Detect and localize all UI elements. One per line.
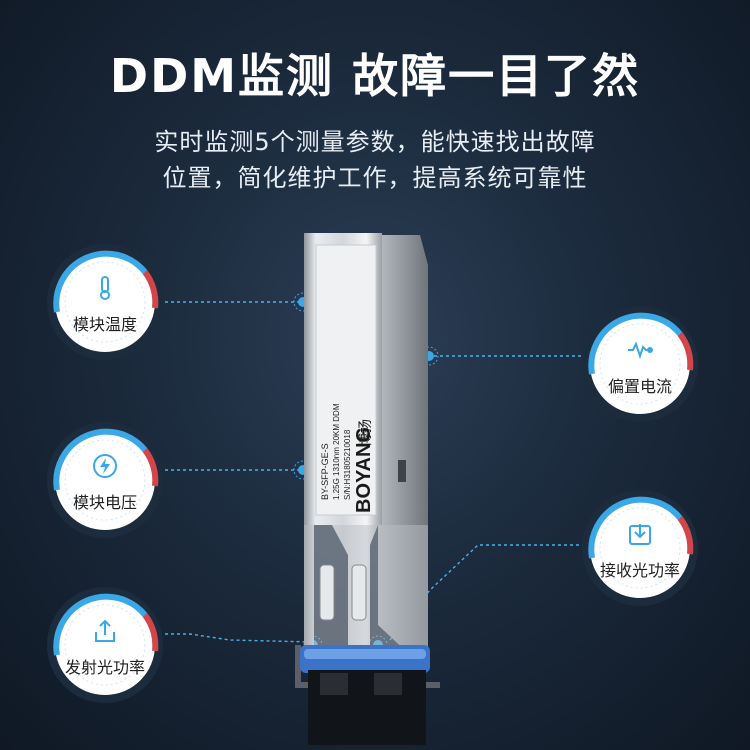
gauge-label: 发射光功率 bbox=[64, 658, 145, 677]
headline: DDM监测 故障一目了然 bbox=[109, 49, 641, 103]
module-serial: S/N:H31805210018 bbox=[343, 429, 352, 500]
gauge-tx-power: 发射光功率 bbox=[45, 585, 165, 705]
upload-icon bbox=[95, 619, 115, 642]
gauge-label: 模块温度 bbox=[72, 315, 137, 334]
gauge-bias-current: 偏置电流 bbox=[580, 304, 700, 424]
gauge-label: 偏置电流 bbox=[607, 377, 672, 396]
gauge-temperature: 模块温度 bbox=[45, 242, 165, 362]
module-spec: 1.25G 1310nm 20KM DDM bbox=[332, 403, 341, 500]
subtitle-line-1: 实时监测5个测量参数，能快速找出故障 bbox=[154, 128, 596, 156]
subtitle-line-2: 位置，简化维护工作，提高系统可靠性 bbox=[162, 164, 588, 192]
download-icon bbox=[629, 524, 651, 545]
gauge-rx-power: 接收光功率 bbox=[580, 488, 700, 608]
module-brand-cn: 博扬 bbox=[357, 419, 373, 447]
gauge-voltage: 模块电压 bbox=[45, 420, 165, 540]
signal-wave-icon bbox=[628, 341, 653, 360]
gauge-label: 模块电压 bbox=[72, 493, 137, 512]
thermometer-icon bbox=[100, 276, 110, 300]
lightning-icon bbox=[93, 454, 117, 478]
module-model: BY-SFP-GE-S bbox=[320, 443, 330, 500]
sfp-module: BY-SFP-GE-S 1.25G 1310nm 20KM DDM S/N:H3… bbox=[295, 233, 440, 745]
module-brand: BOYANG bbox=[353, 427, 375, 513]
gauge-label: 接收光功率 bbox=[599, 561, 680, 580]
